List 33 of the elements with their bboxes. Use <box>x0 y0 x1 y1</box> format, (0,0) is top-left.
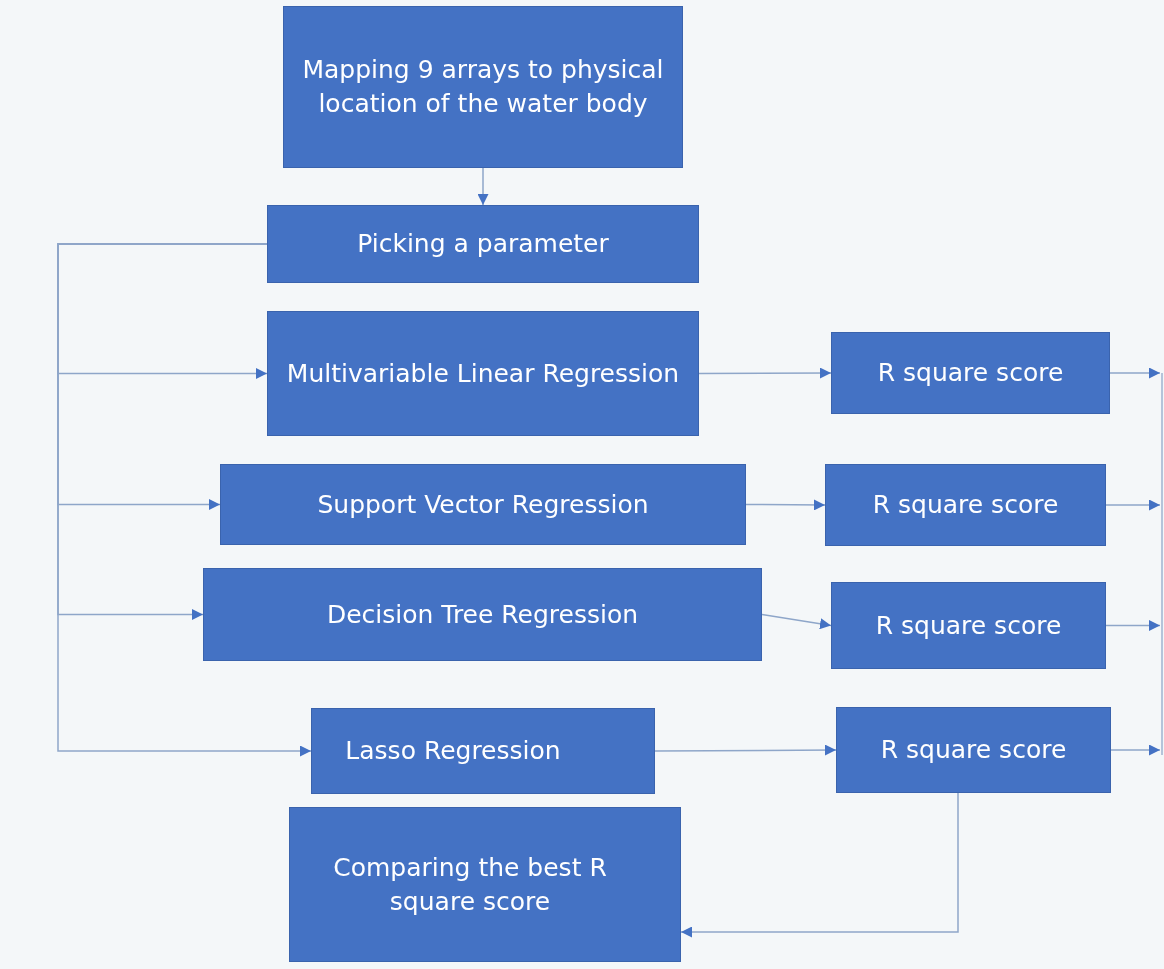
arrow <box>745 499 826 511</box>
arrow <box>680 792 959 938</box>
process-box <box>283 6 683 168</box>
process-box <box>825 464 1106 546</box>
box-label: Lasso Regression <box>345 735 561 768</box>
process-box <box>289 807 681 962</box>
arrow <box>57 243 312 757</box>
box-label: Picking a parameter <box>357 228 609 261</box>
process-box <box>836 707 1111 793</box>
process-box <box>831 582 1106 669</box>
box-label: Multivariable Linear Regression <box>286 357 680 390</box>
process-box <box>267 205 699 283</box>
box-label: Mapping 9 arrays to physical location of the water body <box>301 54 665 120</box>
box-label: R square score <box>880 734 1067 767</box>
box-label: Comparing the best R square score <box>332 851 608 918</box>
arrow <box>477 167 489 206</box>
arrow <box>1105 620 1161 631</box>
arrow <box>761 613 832 630</box>
process-box <box>831 332 1110 414</box>
box-label: Support Vector Regression <box>317 488 649 521</box>
box-label: R square score <box>875 609 1062 642</box>
arrow <box>1109 367 1161 379</box>
box-label: Decision Tree Regression <box>326 598 639 631</box>
process-box <box>203 568 762 661</box>
arrow <box>1105 499 1161 511</box>
arrow <box>654 744 837 756</box>
process-box <box>267 311 699 436</box>
box-label: R square score <box>877 357 1064 390</box>
process-box <box>220 464 746 545</box>
arrow <box>698 367 832 379</box>
box-label: R square score <box>872 489 1059 522</box>
process-box <box>311 708 655 794</box>
arrow <box>1110 744 1161 756</box>
